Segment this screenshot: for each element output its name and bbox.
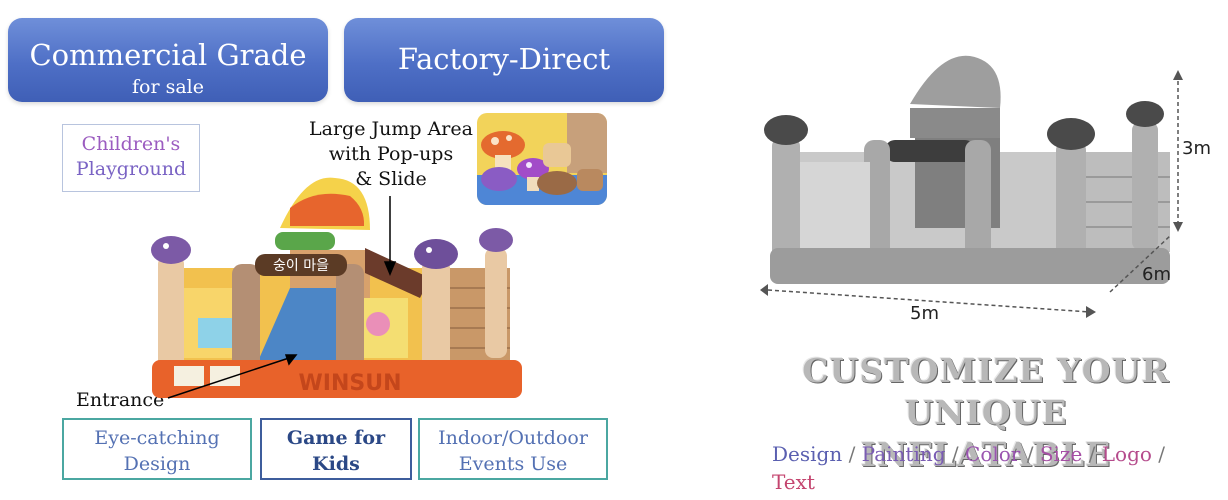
width-dimension: 5m	[910, 303, 939, 324]
option-separator: /	[1082, 442, 1102, 466]
for-sale-subtitle: for sale	[132, 76, 204, 98]
playground-line2: Playground	[75, 158, 187, 180]
commercial-grade-badge: Commercial Grade for sale	[8, 18, 328, 102]
option-separator: /	[1020, 442, 1040, 466]
brand-mark: WINSUN	[299, 371, 402, 396]
option-color: Color	[965, 442, 1021, 466]
feature-indoor-line1: Indoor/Outdoor	[438, 427, 588, 449]
jump-area-line1: Large Jump Area	[309, 118, 473, 140]
option-separator: /	[945, 442, 966, 466]
option-size: Size	[1039, 442, 1083, 466]
feature-eye-line2: Design	[123, 453, 191, 475]
jump-area-callout: Large Jump Area with Pop-ups & Slide	[303, 117, 479, 192]
playground-line1: Children's	[81, 133, 181, 155]
customize-title-line1: CUSTOMIZE YOUR UNIQUE	[802, 351, 1170, 432]
feature-game-for-kids: Game for Kids	[260, 418, 412, 480]
playground-inflatable-image: 숭이 마을 WINSUN	[151, 177, 522, 398]
feature-eye-catching: Eye-catching Design	[62, 418, 252, 480]
option-painting: Painting	[861, 442, 946, 466]
height-dimension: 3m	[1182, 138, 1211, 159]
customize-options: Design / Painting / Color / Size / Logo …	[772, 440, 1212, 496]
feature-eye-line1: Eye-catching	[94, 427, 220, 449]
sign-text: 숭이 마을	[273, 258, 329, 274]
jump-area-line3: & Slide	[355, 168, 427, 190]
popups-inset-image	[477, 113, 607, 205]
entrance-callout: Entrance	[76, 389, 165, 411]
depth-dimension: 6m	[1142, 264, 1171, 285]
dimension-inflatable-image	[760, 55, 1183, 318]
option-separator: /	[842, 442, 862, 466]
callout-arrows	[167, 196, 397, 399]
customize-title-line2: INFLATABLE	[860, 435, 1112, 474]
feature-game-line2: Kids	[312, 453, 360, 475]
factory-direct-badge: Factory-Direct	[344, 18, 664, 102]
customize-title: CUSTOMIZE YOUR UNIQUE INFLATABLE	[760, 350, 1212, 476]
childrens-playground-label: Children's Playground	[62, 124, 200, 192]
commercial-grade-title: Commercial Grade	[29, 38, 307, 72]
option-text: Text	[772, 470, 815, 494]
feature-indoor-line2: Events Use	[458, 453, 568, 475]
factory-direct-title: Factory-Direct	[397, 42, 611, 76]
feature-game-line1: Game for	[286, 427, 386, 449]
feature-indoor-outdoor: Indoor/Outdoor Events Use	[418, 418, 608, 480]
option-separator: /	[1151, 442, 1166, 466]
jump-area-line2: with Pop-ups	[328, 143, 454, 165]
option-design: Design	[772, 442, 843, 466]
option-logo: Logo	[1101, 442, 1152, 466]
